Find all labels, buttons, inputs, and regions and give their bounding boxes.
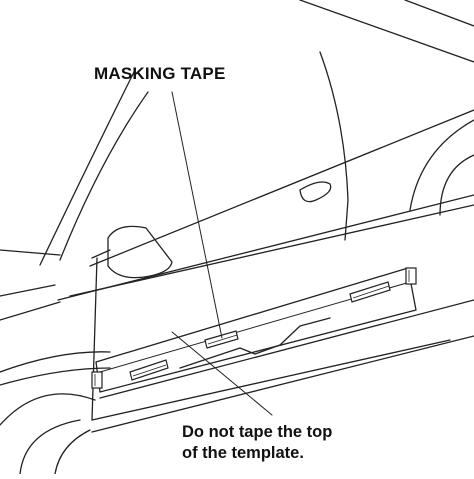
tape-piece — [91, 371, 103, 389]
note-leader — [171, 331, 273, 416]
tape-piece — [405, 267, 417, 285]
door-edge — [91, 51, 349, 421]
tape-piece — [204, 330, 239, 349]
masking-tape-leader — [171, 91, 223, 339]
template-note-line-2: of the template. — [182, 444, 304, 462]
template-note: Do not tape the top of the template. — [182, 422, 332, 464]
masking-tape-pieces — [91, 267, 417, 389]
template-note-line-1: Do not tape the top — [182, 423, 333, 441]
masking-tape-label: MASKING TAPE — [94, 64, 226, 83]
leader-lines — [171, 91, 273, 416]
tape-piece — [129, 359, 169, 381]
door-handle — [299, 181, 332, 203]
tape-piece — [349, 281, 391, 303]
side-mirror — [91, 225, 173, 279]
